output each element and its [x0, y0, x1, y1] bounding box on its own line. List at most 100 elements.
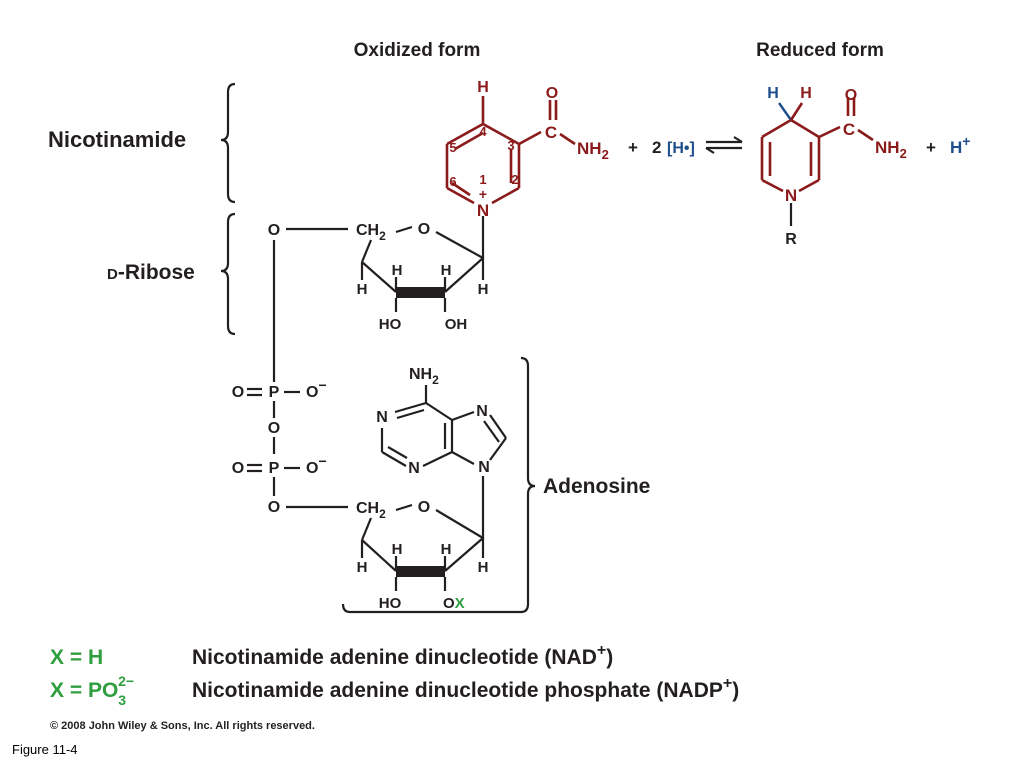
reduced-hydrogen-blue: H — [767, 85, 779, 102]
ring-double-bond-c5-c4 — [454, 131, 484, 151]
amide-nh2: NH2 — [577, 139, 609, 162]
ribose-upper-c1-c2-bond — [444, 257, 484, 293]
ribose-upper-ch2-sub: 2 — [379, 229, 386, 243]
n1-positive-charge: + — [479, 186, 487, 202]
p2-oxygen-minus: O− — [306, 453, 327, 477]
ring-bond-c2-n1 — [491, 186, 520, 205]
nicotinamide-label: Nicotinamide — [48, 127, 186, 152]
proton-h: H — [950, 138, 962, 157]
adenine-n3: N — [408, 460, 420, 477]
ring-number-4: 4 — [479, 124, 487, 139]
nicotinamide-ring-oxidized: H O C NH2 N + 4 3 5 6 1 2 — [445, 79, 609, 258]
p1-oxygen: O — [306, 384, 318, 401]
reduced-bond-c4-c3 — [790, 118, 820, 139]
amide-oxygen: O — [546, 85, 558, 102]
legend-nadp-name: Nicotinamide adenine dinucleotide phosph… — [192, 675, 739, 702]
ribose-lower-ho: HO — [379, 595, 402, 612]
adenine-n9: N — [478, 459, 490, 476]
nicotinamide-ring-reduced: H H O C NH2 N R — [760, 85, 907, 248]
oxidized-form-header: Oxidized form — [354, 40, 481, 61]
adenine-ring: NH2 N N N N — [376, 366, 507, 538]
legend-nad-name: Nicotinamide adenine dinucleotide (NAD+) — [192, 642, 613, 669]
ribose-upper-h-c2: H — [441, 262, 452, 279]
phosphorus-2: P — [269, 460, 280, 477]
reduced-amide-oxygen: O — [845, 87, 857, 104]
hydrogen-radical: [H•] — [667, 140, 695, 157]
adenine-n1: N — [376, 409, 388, 426]
phosphorus-1: P — [269, 384, 280, 401]
ring-number-2: 2 — [511, 172, 518, 187]
amide-nh2-sub: 2 — [602, 147, 609, 162]
ring-bond-n1-c6 — [446, 186, 475, 205]
legend: X = H Nicotinamide adenine dinucleotide … — [50, 642, 739, 708]
ribose-lower-h-c4: H — [357, 559, 368, 576]
nicotinamide-brace — [220, 82, 236, 204]
ribose-upper-ch2-c4-bond — [360, 239, 373, 263]
ribose-upper-h-c4: H — [357, 281, 368, 298]
ribose-lower-h-c3: H — [392, 541, 403, 558]
ribose-text: -Ribose — [118, 261, 195, 284]
legend-x-h: X = H — [50, 646, 103, 669]
amide-cn-bond — [559, 132, 576, 146]
ribose-lower-c1-c2-bond — [444, 537, 484, 572]
ribose-upper-c4-c3-bond — [361, 261, 397, 293]
amide-nh: NH — [577, 139, 602, 158]
ribose-upper-bold-bond — [396, 287, 445, 298]
reduced-form-header: Reduced form — [756, 40, 884, 61]
ribose-lower-o-c1-bond — [435, 509, 484, 539]
adenine-n7-c8-bond — [489, 414, 507, 439]
ring-number-6: 6 — [449, 174, 456, 189]
ribose-upper-ch: CH — [356, 222, 379, 239]
bridging-oxygen: O — [268, 420, 280, 437]
ribose-lower-bold-bond — [396, 566, 445, 577]
legend-x-po: X = PO — [50, 679, 118, 702]
adenine-nh2: NH2 — [409, 366, 439, 387]
adenine-n7: N — [476, 403, 488, 420]
adenine-n7-c8-double — [483, 420, 500, 443]
p2-minus-charge: − — [318, 453, 326, 469]
ribose-upper-ring-oxygen: O — [418, 221, 430, 238]
ribose-upper-c4-o-bond — [395, 225, 413, 234]
ribose-lower-c4-c3-bond — [361, 539, 397, 572]
ribose-lower-o: O — [443, 595, 455, 612]
ribose-upper-oh: OH — [445, 316, 468, 333]
ribose-lower-ring-oxygen: O — [418, 499, 430, 516]
legend-po3-sup: 2− — [118, 673, 134, 689]
ribose-lower-ch2-c4-bond — [360, 517, 373, 541]
reaction-plus-1: + — [628, 138, 638, 157]
p2-double-oxygen: O — [232, 460, 244, 477]
reduced-amide-cn — [857, 128, 874, 142]
ribose-lower-h-c1: H — [478, 559, 489, 576]
legend-nad-close: ) — [606, 646, 613, 669]
amide-carbon: C — [545, 123, 557, 142]
p2-oxygen: O — [306, 460, 318, 477]
legend-nadp-text: Nicotinamide adenine dinucleotide phosph… — [192, 679, 723, 702]
reduced-bond-n-c6 — [761, 178, 784, 193]
ribose-upper-5-oxygen: O — [268, 222, 280, 239]
ribose-lower-ox: OX — [443, 595, 465, 612]
ring-number-1: 1 — [479, 172, 486, 187]
p1-double-oxygen: O — [232, 384, 244, 401]
reaction-plus-2: + — [926, 138, 936, 157]
ribose-lower-5-oxygen: O — [268, 499, 280, 516]
reduced-ring-nitrogen: N — [785, 186, 797, 205]
reduced-bond-c2-n — [798, 178, 820, 193]
legend-po3-sub: 3 — [118, 692, 126, 708]
adenine-nh: NH — [409, 366, 432, 383]
reduced-amide-carbon: C — [843, 120, 855, 139]
ring-hydrogen: H — [477, 79, 489, 96]
adenosine-label: Adenosine — [543, 475, 650, 498]
reduced-r-group: R — [785, 231, 797, 248]
ribose-lower-h-c2: H — [441, 541, 452, 558]
reduced-bond-c4-h-red — [789, 102, 804, 121]
ribose-upper: O CH2 O H H H H HO OH — [268, 221, 489, 333]
reduced-bond-c3-amide — [818, 125, 841, 139]
reduced-bond-c4-h-blue — [778, 102, 792, 121]
copyright-notice: © 2008 John Wiley & Sons, Inc. All right… — [50, 720, 315, 732]
equilibrium-arrow — [705, 136, 743, 154]
p1-minus-charge: − — [318, 377, 326, 393]
proton: H+ — [950, 133, 970, 157]
ribose-lower-c4-o-bond — [395, 503, 413, 512]
legend-x-po3: X = PO3 2− — [50, 673, 134, 708]
